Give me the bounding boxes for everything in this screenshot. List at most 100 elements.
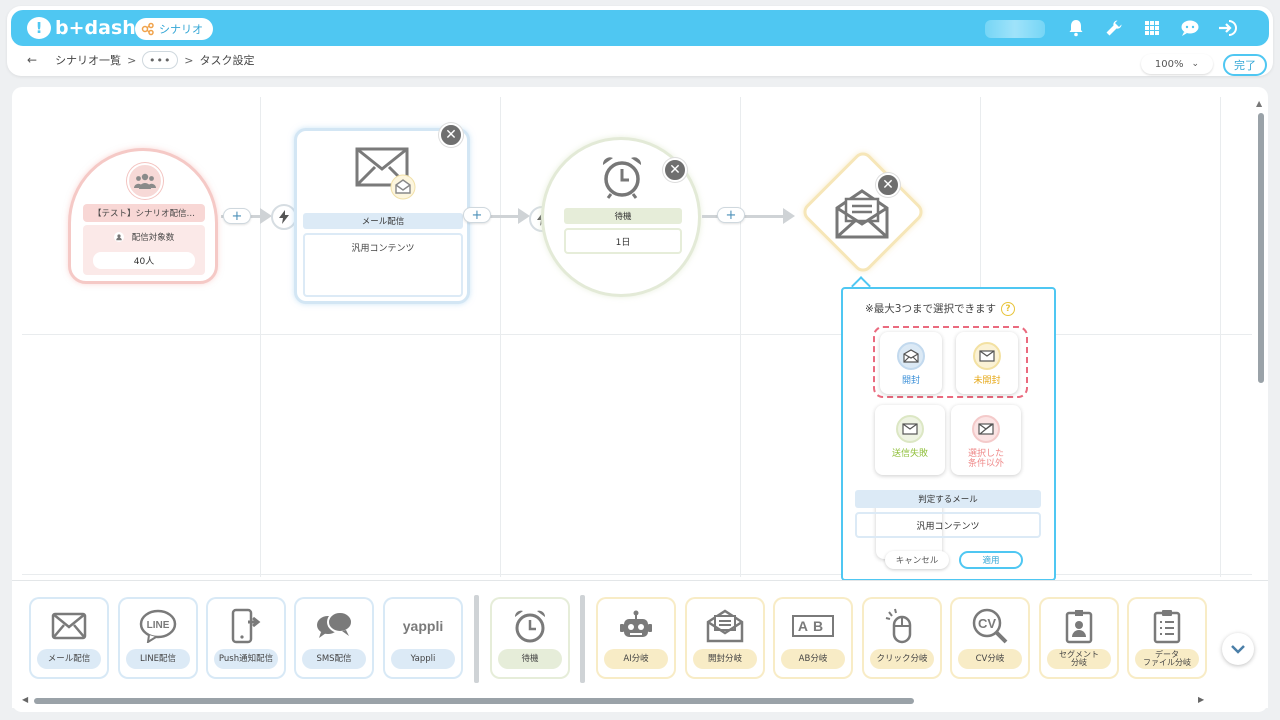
mail-node-label: メール配信 — [303, 213, 463, 229]
palette-cv-branch[interactable]: CV CV分岐 — [952, 599, 1028, 677]
palette-segment-branch[interactable]: セグメント 分岐 — [1041, 599, 1117, 677]
scroll-right-arrow-icon[interactable]: ▶ — [1198, 695, 1205, 704]
close-icon[interactable]: ✕ — [663, 158, 687, 182]
breadcrumb-separator: > — [184, 53, 194, 67]
horizontal-scrollbar[interactable] — [34, 698, 914, 704]
palette-click-branch-label: クリック分岐 — [870, 649, 934, 669]
zoom-value: 100% — [1154, 58, 1184, 70]
breadcrumb-task-settings: タスク設定 — [199, 54, 255, 67]
wait-node-label: 待機 — [564, 208, 682, 224]
alarm-clock-icon — [602, 157, 642, 199]
add-step-button[interactable]: + — [223, 208, 251, 224]
breadcrumb-more-button[interactable]: ••• — [142, 51, 179, 69]
palette-sms[interactable]: SMS配信 — [296, 599, 372, 677]
mail-envelope-icon — [355, 147, 416, 200]
done-button[interactable]: 完了 — [1223, 54, 1267, 76]
help-icon[interactable]: ? — [1000, 301, 1015, 316]
mail-node-content: 汎用コンテンツ — [303, 233, 463, 297]
palette-collapse-button[interactable] — [1222, 633, 1254, 665]
breadcrumb-scenario-list[interactable]: シナリオ一覧 — [55, 54, 122, 67]
scroll-up-arrow-icon[interactable]: ▲ — [1256, 99, 1263, 108]
logout-icon[interactable] — [1217, 17, 1239, 39]
palette-sms-label: SMS配信 — [302, 649, 366, 669]
palette-ab-branch[interactable]: AB AB分岐 — [775, 599, 851, 677]
alarm-clock-icon — [492, 607, 568, 645]
scenario-icon — [141, 22, 154, 36]
start-node[interactable]: 【テスト】シナリオ配信… 配信対象数 40人 — [68, 148, 218, 284]
mail-delivery-node[interactable]: メール配信 汎用コンテンツ — [294, 128, 470, 304]
palette-push-label: Push通知配信 — [214, 649, 278, 669]
closed-mail-icon — [973, 342, 1001, 370]
branch-condition-popup: ※最大3つまで選択できます ? 開封 未開封 — [841, 287, 1056, 581]
top-bar: ! b+dash シナリオ — [11, 10, 1269, 46]
wrench-icon[interactable] — [1103, 17, 1125, 39]
support-chat-icon[interactable] — [1179, 17, 1201, 39]
connector-arrow-icon — [518, 208, 530, 224]
option-unopened-label: 未開封 — [973, 376, 1001, 386]
palette-ai-branch-label: AI分岐 — [604, 649, 668, 669]
palette-mail[interactable]: メール配信 — [31, 599, 107, 677]
option-unopened[interactable]: 未開封 — [956, 332, 1018, 394]
user-name-redacted — [985, 20, 1045, 38]
person-icon — [113, 232, 124, 242]
palette-yappli[interactable]: yappli Yappli — [385, 599, 461, 677]
scenario-pill[interactable]: シナリオ — [135, 18, 213, 40]
bdash-logo[interactable]: ! b+dash — [27, 16, 136, 40]
cv-magnifier-icon: CV — [952, 607, 1028, 645]
excluded-mail-icon — [972, 415, 1000, 443]
chevron-down-icon: ⌄ — [1191, 59, 1200, 69]
sms-bubble-icon — [296, 607, 372, 645]
palette-click-branch[interactable]: クリック分岐 — [864, 599, 940, 677]
back-arrow-icon[interactable]: ← — [27, 53, 38, 67]
bell-icon[interactable] — [1065, 17, 1087, 39]
task-palette: メール配信 LINE LINE配信 Push通知配信 SMS配信 yappli … — [12, 580, 1268, 708]
add-step-button[interactable]: + — [463, 207, 491, 223]
option-opened[interactable]: 開封 — [880, 332, 942, 394]
option-send-failed[interactable]: 送信失敗 — [875, 405, 945, 475]
grid-line — [740, 97, 741, 577]
mouse-click-icon — [864, 607, 940, 645]
robot-icon — [598, 607, 674, 645]
palette-wait-label: 待機 — [498, 649, 562, 669]
selected-conditions-box — [873, 326, 1028, 398]
scenario-pill-label: シナリオ — [159, 23, 203, 36]
close-icon[interactable]: ✕ — [439, 123, 463, 147]
grid-line — [260, 97, 261, 577]
palette-divider — [580, 595, 585, 683]
logo-bubble-icon: ! — [27, 17, 51, 39]
palette-open-branch[interactable]: 開封分岐 — [687, 599, 763, 677]
palette-ab-branch-label: AB分岐 — [781, 649, 845, 669]
palette-datafile-branch-label: データ ファイル分岐 — [1135, 649, 1199, 669]
palette-datafile-branch[interactable]: データ ファイル分岐 — [1129, 599, 1205, 677]
grid-line — [500, 97, 501, 577]
grid-line — [22, 574, 1252, 575]
palette-push[interactable]: Push通知配信 — [208, 599, 284, 677]
option-other-conditions[interactable]: 選択した 条件以外 — [951, 405, 1021, 475]
zoom-select[interactable]: 100% ⌄ — [1141, 54, 1213, 74]
app-header: ! b+dash シナリオ ← シナリオ一覧 > ••• > タスク設定 100… — [7, 6, 1273, 76]
close-icon[interactable]: ✕ — [876, 173, 900, 197]
palette-wait[interactable]: 待機 — [492, 599, 568, 677]
vertical-scrollbar[interactable] — [1258, 113, 1264, 383]
wait-node[interactable]: 待機 1日 — [541, 137, 701, 297]
option-send-failed-label: 送信失敗 — [891, 449, 928, 459]
wait-node-value: 1日 — [564, 228, 682, 254]
scroll-left-arrow-icon[interactable]: ◀ — [22, 695, 29, 704]
popup-note-text: ※最大3つまで選択できます — [865, 303, 996, 315]
palette-line[interactable]: LINE LINE配信 — [120, 599, 196, 677]
start-node-body: 配信対象数 40人 — [83, 225, 205, 275]
palette-ai-branch[interactable]: AI分岐 — [598, 599, 674, 677]
apps-grid-icon[interactable] — [1141, 17, 1163, 39]
add-step-button[interactable]: + — [717, 207, 745, 223]
option-opened-label: 開封 — [901, 376, 920, 386]
line-icon-text: LINE — [147, 620, 170, 631]
grid-line — [1220, 97, 1221, 577]
failed-mail-icon — [896, 415, 924, 443]
cv-icon-text: CV — [978, 616, 996, 631]
logo-text: b+dash — [55, 17, 136, 39]
start-node-title: 【テスト】シナリオ配信… — [83, 204, 205, 222]
palette-divider — [474, 595, 479, 683]
palette-mail-label: メール配信 — [37, 649, 101, 669]
breadcrumb-separator: > — [127, 53, 137, 67]
option-send-failed[interactable] — [876, 493, 942, 559]
